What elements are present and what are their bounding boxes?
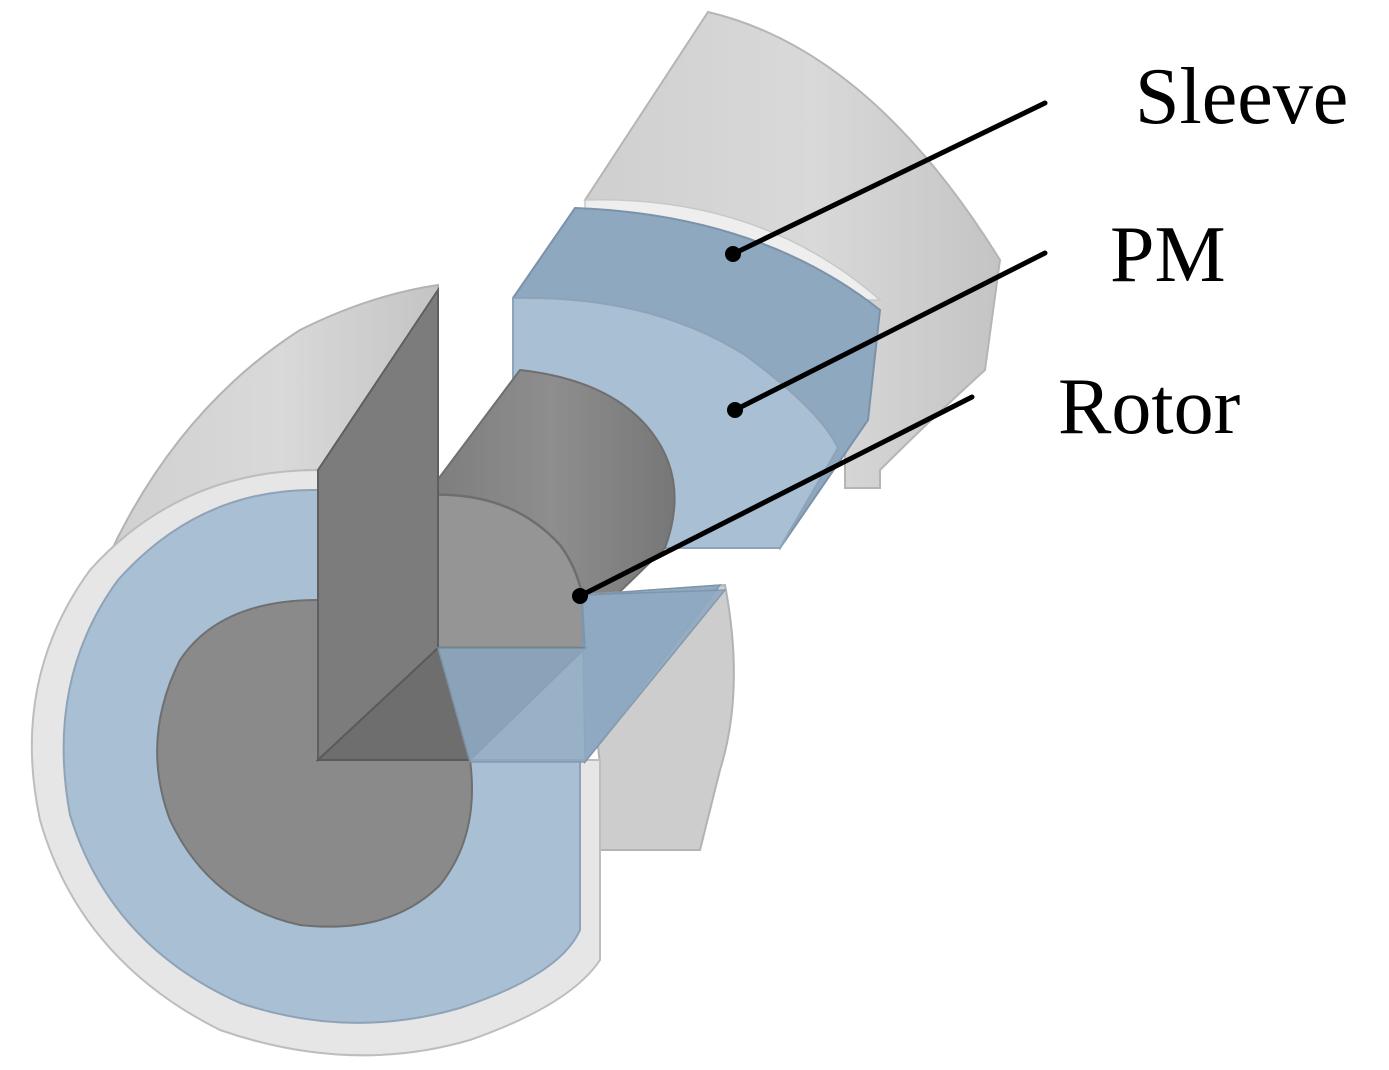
rotor-shaft bbox=[423, 368, 676, 650]
sleeve-label: Sleeve bbox=[1135, 53, 1348, 141]
rear-pm-segment bbox=[512, 206, 882, 551]
sleeve-leader-line bbox=[730, 100, 1048, 257]
rotor-leader-line bbox=[577, 394, 975, 599]
pm-leader-dot bbox=[727, 402, 743, 418]
rotor-leader-dot bbox=[572, 588, 588, 604]
sleeve-leader-dot bbox=[725, 246, 741, 262]
front-rotor-core bbox=[156, 286, 727, 928]
pm-label: PM bbox=[1110, 211, 1226, 299]
pm-leader-line bbox=[732, 250, 1048, 413]
rotor-label: Rotor bbox=[1058, 363, 1240, 451]
leader-lines bbox=[572, 100, 1048, 604]
